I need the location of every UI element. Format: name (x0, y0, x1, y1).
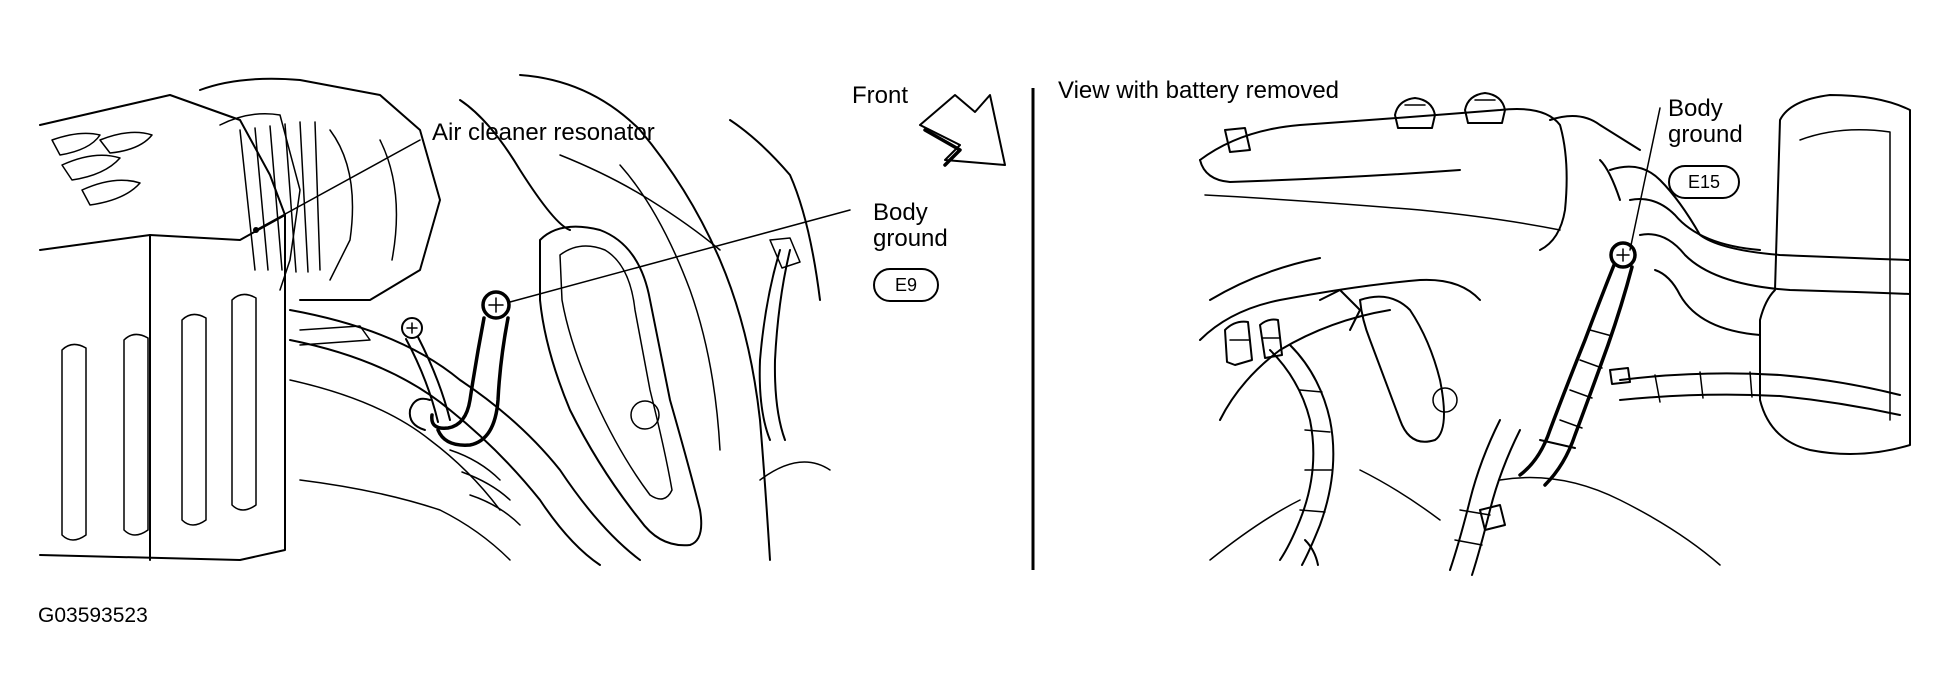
wire-harness (1449, 367, 1901, 576)
left-leader-lines (255, 139, 851, 303)
body-ground-strap-e9 (408, 290, 511, 447)
body-ground-label-right-line2: ground (1668, 121, 1743, 148)
air-cleaner-housing (39, 94, 286, 561)
front-arrow-icon (919, 94, 1006, 167)
view-caption: View with battery removed (1058, 77, 1340, 104)
right-leader-line (1629, 107, 1661, 251)
resonator-duct (199, 77, 441, 301)
ground-bolt (401, 317, 451, 423)
right-lower-structure (1199, 257, 1721, 566)
body-ground-label-left-line1: Body (873, 199, 928, 226)
body-ground-label-left-line2: ground (873, 225, 948, 252)
connector-badge-e9: E9 (873, 268, 939, 302)
front-label: Front (852, 82, 909, 109)
air-cleaner-resonator-label: Air cleaner resonator (432, 119, 655, 146)
connector-badge-e15: E15 (1668, 165, 1740, 199)
body-ground-strap-e15 (1518, 241, 1637, 487)
figure-id: G03593523 (38, 604, 148, 627)
right-frame-structure (1199, 92, 1911, 455)
body-ground-label-right-line1: Body (1668, 95, 1723, 122)
engine-bay-body (289, 74, 831, 566)
